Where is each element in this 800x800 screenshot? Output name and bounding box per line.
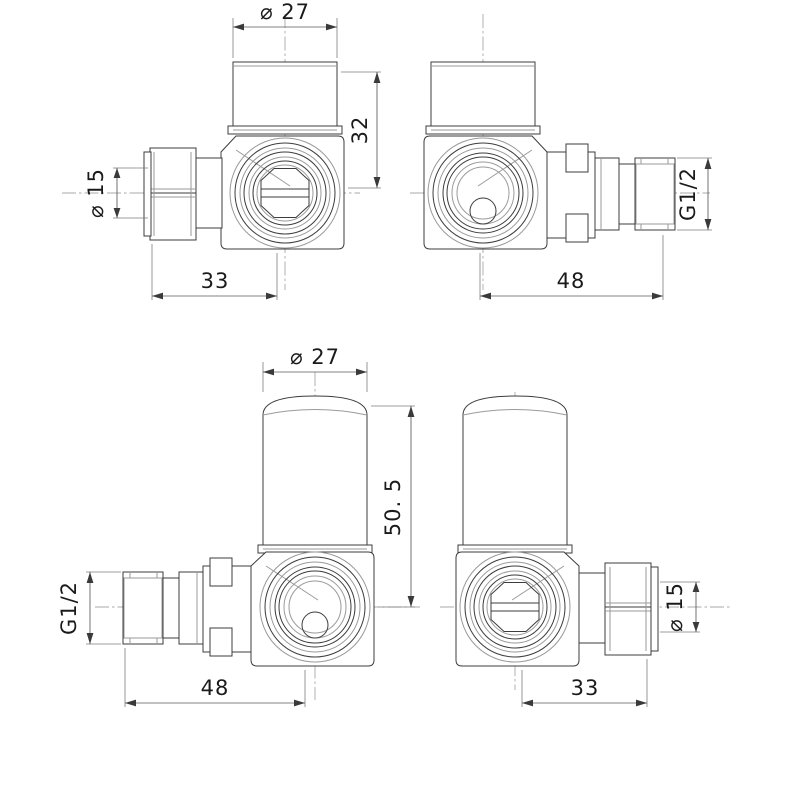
handwheel-cap <box>228 62 342 134</box>
dimension-length-33: 33 <box>152 244 277 300</box>
valve-body <box>221 136 344 249</box>
dim-label-dia27-bottom: ⌀ 27 <box>290 345 340 369</box>
dim-label-len33-top: 33 <box>201 269 230 293</box>
corner-valve-view-bottom-right: ⌀ 15 33 <box>440 392 730 707</box>
dimension-thread-g12: G1/2 <box>57 572 121 644</box>
dim-label-g12-right: G1/2 <box>676 167 700 221</box>
outlet-union-and-thread <box>123 558 251 656</box>
dimension-dia-27: ⌀ 27 <box>233 0 337 58</box>
dim-label-dia27-top: ⌀ 27 <box>260 0 310 24</box>
dim-label-h505: 50. 5 <box>381 478 405 536</box>
dim-label-len48-bottom: 48 <box>201 676 230 700</box>
dimension-height-32: 32 <box>341 72 381 188</box>
dim-label-h32: 32 <box>348 116 372 145</box>
outlet-compression-nut <box>579 563 658 655</box>
dim-label-dia15-left: ⌀ 15 <box>84 168 108 218</box>
dimension-length-48: 48 <box>125 648 305 707</box>
corner-valve-view-top-right: G1/2 48 <box>410 14 712 300</box>
dim-label-len33-bottom: 33 <box>571 676 600 700</box>
dim-label-dia15-right: ⌀ 15 <box>663 582 687 632</box>
handwheel-cap-domed <box>258 396 372 553</box>
corner-valve-view-top-left: ⌀ 27 32 ⌀ 15 33 <box>62 0 381 300</box>
dimension-dia-15: ⌀ 15 <box>84 168 148 218</box>
dimension-dia-15: ⌀ 15 <box>660 582 700 632</box>
outlet-compression-nut <box>144 148 222 240</box>
dim-label-len48-top: 48 <box>557 269 586 293</box>
handwheel-cap <box>426 62 540 134</box>
handwheel-cap-domed <box>458 396 572 553</box>
dimension-thread-g12: G1/2 <box>676 158 712 230</box>
corner-valve-view-bottom-left: ⌀ 27 50. 5 G1/2 48 <box>57 345 420 707</box>
dimension-dia-27: ⌀ 27 <box>263 345 367 392</box>
dimension-length-48: 48 <box>480 235 663 300</box>
dim-label-g12-left: G1/2 <box>57 581 81 635</box>
outlet-union-and-thread <box>547 144 675 242</box>
dimension-length-33: 33 <box>522 659 647 707</box>
dimension-height-50-5: 50. 5 <box>371 406 415 607</box>
